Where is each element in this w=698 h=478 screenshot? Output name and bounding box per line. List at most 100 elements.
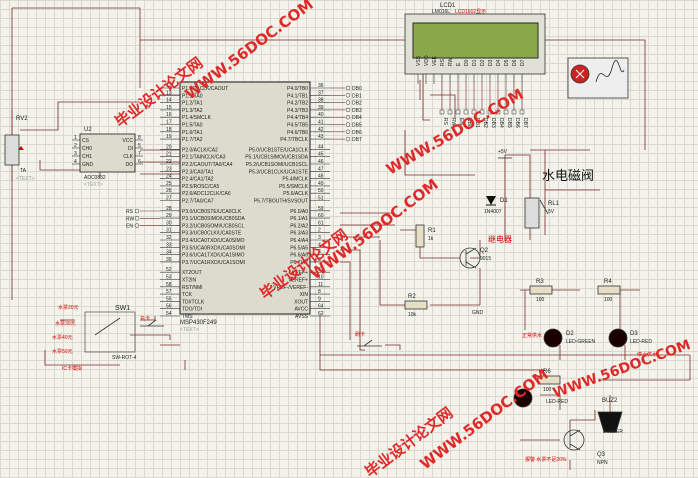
buzzer-caption: 报警 水票不足20%: [525, 456, 567, 463]
adc-left-pin-label: CS: [82, 138, 90, 144]
mcu-right-pin-number: 40: [318, 112, 324, 118]
d2-model: LED-GREEN: [566, 339, 596, 345]
mcu-right-pin-number: 48: [318, 174, 324, 180]
transistor-q3[interactable]: Q3 NPN: [563, 429, 608, 466]
r1-ref: R1: [428, 228, 436, 234]
mcu-left-pin-number: 31: [166, 228, 172, 234]
resistor-r4[interactable]: R4 100: [597, 279, 621, 303]
mcu-left-pin-label: TCK: [182, 292, 193, 298]
charge-button[interactable]: 充卡: [140, 315, 164, 327]
mcu-right-pin-label: P4.1/TB1: [287, 93, 308, 99]
adc-right-pin-label: DI: [128, 146, 133, 152]
mcu-left-pin-label: P1.4/SMCLK: [182, 115, 212, 121]
charge-caption: 充卡: [140, 315, 150, 322]
lcd-net-label: DB5: [506, 118, 512, 128]
mcu-left-pin-number: 18: [166, 127, 172, 133]
mcu-right-pin-label: XOUT: [294, 299, 308, 305]
d2-caption: 正常供水: [522, 332, 542, 339]
led-alarm[interactable]: LED-RED: [513, 388, 568, 408]
mcu-right-pin-label: P4.2/TB2: [287, 101, 308, 107]
mcu-left-pin-label: P2.2/CAOUT/TA0/CA4: [182, 162, 233, 168]
lcd-pin-label: D1: [472, 59, 478, 66]
mcu-right-pin-number: 5: [318, 250, 321, 256]
potentiometer-rv2[interactable]: RV2 TA <TEXT>: [4, 116, 35, 182]
swipe-button[interactable]: 刷卡: [355, 331, 382, 347]
rotary-switch-sw1[interactable]: SW1 SW-ROT-4 IC卡模拟 水票20元 水票30元 水票40元 水票5…: [52, 304, 137, 372]
lcd-pin-label: D3: [488, 59, 494, 66]
oscilloscope-icon[interactable]: [567, 57, 629, 99]
lcd-net-label: DB3: [490, 118, 496, 128]
db-net-label: DB5: [352, 123, 362, 129]
buzzer[interactable]: BUZ2 BUZZER 报警 水票不足20%: [525, 398, 623, 463]
mcu-left-pin-label: P2.4/CA1/TA2: [182, 177, 214, 183]
led-d3[interactable]: D3 LED-RED 停止供水: [608, 328, 657, 358]
adc-right-pin-number: 7: [138, 151, 141, 157]
adc-right-pin-label: VCC: [122, 138, 133, 144]
mcu-right-pin-label: P6.1/A1: [290, 216, 308, 222]
mcu-right-pin-label: P4.3/TB3: [287, 108, 308, 114]
adc-left-pin-number: 4: [74, 159, 77, 165]
diode-model: 1N4007: [484, 209, 502, 215]
sw1-item-1: 水票20元: [58, 304, 79, 311]
mcu-left-pin-number: 57: [166, 289, 172, 295]
mcu-right-pin-number: 3: [318, 235, 321, 241]
mcu-chip[interactable]: MSP430F249 <TEXT> P1.0/TACLK/CAOUT12P1.1…: [160, 81, 330, 333]
mcu-right-pin-label: P4.4/TB4: [287, 115, 308, 121]
adc-left-pin-label: GND: [82, 162, 94, 168]
lcd-pin-label: RW: [448, 57, 454, 66]
q3-ref: Q3: [597, 452, 606, 458]
ctrl-net-label: EN: [126, 224, 133, 230]
mcu-left-pin-label: P2.3/CA0/TA1: [182, 169, 214, 175]
mcu-left-pin-number: 29: [166, 213, 172, 219]
mcu-right-pin-number: 9: [318, 296, 321, 302]
mcu-left-pin-label: TDO/TDI: [182, 307, 202, 313]
mcu-left-pin-number: 23: [166, 166, 172, 172]
db-net-label: DB2: [352, 101, 362, 107]
resistor-r3[interactable]: R3 100: [529, 279, 553, 303]
mcu-left-pin-label: P1.0/TACLK/CAOUT: [182, 86, 228, 92]
mcu-left-pin-label: P2.6/ADC12CLK/CA6: [182, 191, 231, 197]
adc-right-pin-number: 8: [138, 135, 141, 141]
mcu-left-pin-label: P2.1/TAINCLK/CA3: [182, 155, 226, 161]
mcu-right-pin-label: VEREF+: [288, 278, 308, 284]
mcu-left-pin-number: 53: [166, 275, 172, 281]
relay-circuit[interactable]: +5V RL1 5V 水电磁阀 继电器 D1 1N4007: [484, 149, 594, 244]
led-d2[interactable]: D2 LED-GREEN 正常供水: [522, 328, 596, 348]
resistor-r6[interactable]: R6 100: [537, 369, 561, 393]
adc-right-pin-label: DO: [126, 162, 134, 168]
transistor-q2[interactable]: Q2 9015: [459, 247, 491, 269]
mcu-body: [179, 81, 311, 315]
mcu-right-pin-label: P4.7/TBCLK: [280, 137, 308, 143]
relay-ref: RL1: [548, 201, 560, 207]
ctrl-net-label: RS: [126, 209, 134, 215]
mcu-right-pin-label: P4.0/TB0: [287, 86, 308, 92]
lcd-net-label: RS: [442, 118, 448, 126]
resistor-r1[interactable]: R1 1k: [415, 224, 436, 248]
mcu-right-pin-label: AVSS: [295, 314, 309, 320]
mcu-right-pin-number: 37: [318, 90, 324, 96]
mcu-left-pin-label: P3.2/UCB0SOMI/UCB0SCL: [182, 223, 244, 229]
mcu-left-pins: P1.0/TACLK/CAOUT12P1.1/TA013P1.2/TA114P1…: [160, 83, 245, 320]
mcu-right-pin-number: 11: [318, 282, 323, 288]
mcu-right-pin-number: 6: [318, 257, 321, 263]
lcd-net-label: DB6: [514, 118, 520, 128]
mcu-right-pin-label: P6.3/A3: [290, 231, 308, 237]
resistor-r2[interactable]: R2 10k: [404, 294, 428, 318]
mcu-left-pin-number: 30: [166, 220, 172, 226]
mcu-left-pin-label: P1.6/TA1: [182, 130, 203, 136]
adc-model: ADC0832: [84, 175, 106, 181]
mcu-left-pin-label: TMS: [182, 314, 193, 320]
mcu-right-pin-label: P5.1/UCB1SIMO/UCB1SDA: [245, 155, 308, 161]
mcu-left-pin-number: 22: [166, 159, 172, 165]
mcu-right-pin-number: 7: [318, 267, 321, 273]
adc-ref: U2: [84, 127, 92, 133]
mcu-right-pin-number: 36: [318, 83, 324, 89]
mcu-left-pin-label: P2.5/ROSC/CA5: [182, 184, 219, 190]
